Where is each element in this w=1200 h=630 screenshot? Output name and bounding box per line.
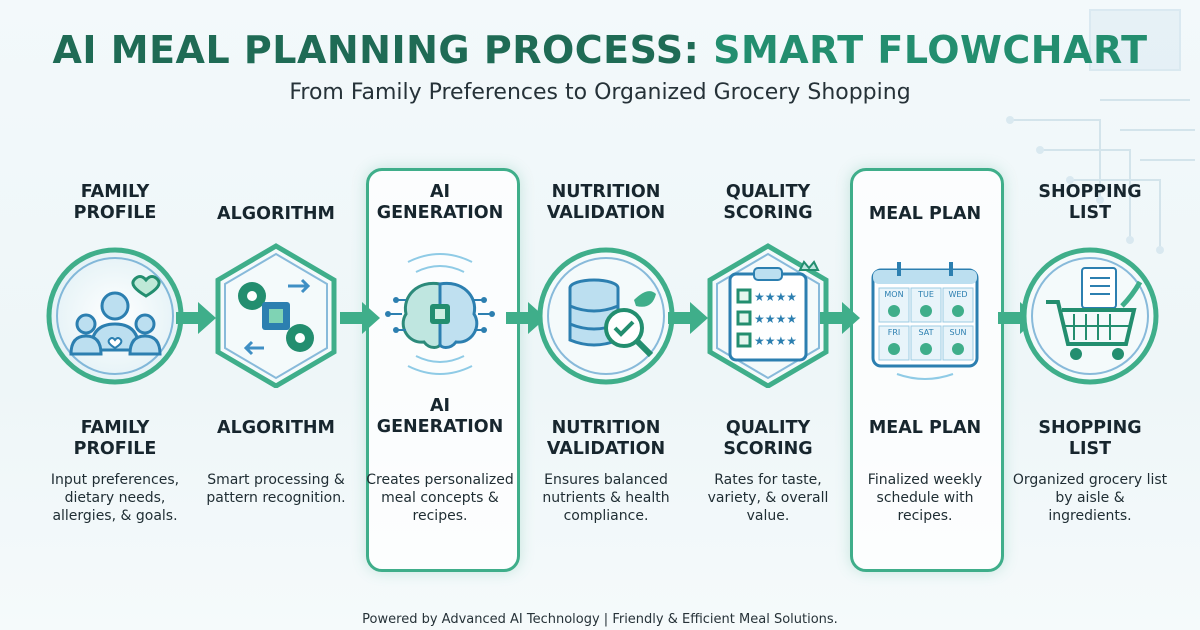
brain-chip-icon bbox=[385, 253, 495, 375]
step-description: Ensures balanced nutrients & health comp… bbox=[542, 472, 670, 524]
step-heading-bottom: ALGORITHM bbox=[196, 418, 356, 439]
flow-arrow-icon bbox=[340, 302, 380, 334]
step-title-line1: QUALITY bbox=[725, 418, 811, 438]
step-shopping-list: SHOPPING LIST SHOPPING LIST Organized gr… bbox=[1010, 0, 1170, 630]
step-title-line2: VALIDATION bbox=[546, 203, 666, 223]
step-title-line2: LIST bbox=[1068, 439, 1112, 459]
day-label: TUE bbox=[917, 290, 934, 299]
step-heading-bottom: FAMILY PROFILE bbox=[35, 418, 195, 460]
step-title-line1: QUALITY bbox=[725, 182, 811, 202]
step-title-line1: ALGORITHM bbox=[217, 204, 335, 224]
step-heading-top: NUTRITION VALIDATION bbox=[526, 182, 686, 224]
step-title-line1: MEAL PLAN bbox=[868, 418, 982, 438]
clipboard-stars-icon: ★★★★ ★★★★ ★★★★ bbox=[707, 243, 829, 388]
step-ai-generation: AI GENERATION AI GENERATION Creates pers… bbox=[360, 0, 520, 630]
step-description: Smart processing & pattern recognition. bbox=[206, 472, 346, 506]
step-title-line1: NUTRITION bbox=[551, 418, 661, 438]
svg-text:★★★★: ★★★★ bbox=[754, 334, 797, 348]
step-description: Input preferences, dietary needs, allerg… bbox=[50, 472, 180, 524]
calendar-meals-icon: MON TUE WED FRI SAT SUN bbox=[871, 262, 979, 380]
flow-arrow-icon bbox=[176, 302, 216, 334]
step-title-line2: PROFILE bbox=[73, 203, 157, 223]
step-title-line2: GENERATION bbox=[376, 417, 504, 437]
family-heart-icon bbox=[46, 247, 184, 385]
step-title-line1: ALGORITHM bbox=[217, 418, 335, 438]
step-title-line2: PROFILE bbox=[73, 439, 157, 459]
flow-arrow-icon bbox=[668, 302, 708, 334]
step-heading-bottom: SHOPPING LIST bbox=[1010, 418, 1170, 460]
footer-text: Powered by Advanced AI Technology | Frie… bbox=[362, 612, 838, 627]
flow-arrow-icon bbox=[506, 302, 546, 334]
step-description: Finalized weekly schedule with recipes. bbox=[867, 472, 983, 524]
panel-ai-generation bbox=[366, 168, 520, 572]
step-description: Organized grocery list by aisle & ingred… bbox=[1012, 472, 1168, 524]
flow-arrow-icon bbox=[820, 302, 860, 334]
shopping-cart-icon bbox=[1021, 247, 1159, 385]
step-heading-top: MEAL PLAN bbox=[845, 204, 1005, 225]
step-title-line1: AI bbox=[429, 396, 451, 416]
step-heading-bottom: MEAL PLAN bbox=[845, 418, 1005, 439]
step-heading-top: FAMILY PROFILE bbox=[35, 182, 195, 224]
title-part1: AI MEAL PLANNING PROCESS: bbox=[52, 28, 700, 72]
step-family-profile: FAMILY PROFILE FAMILY PROFILE Input pref… bbox=[35, 0, 195, 630]
step-title-line2: SCORING bbox=[723, 203, 813, 223]
circuit-decoration bbox=[1006, 9, 1195, 254]
svg-text:★★★★: ★★★★ bbox=[754, 290, 797, 304]
day-label: MON bbox=[884, 290, 903, 299]
page-title: AI MEAL PLANNING PROCESS: SMART FLOWCHAR… bbox=[0, 28, 1200, 72]
step-title-line1: SHOPPING bbox=[1038, 418, 1142, 438]
step-heading-top: SHOPPING LIST bbox=[1010, 182, 1170, 224]
database-check-icon bbox=[537, 247, 675, 385]
step-title-line1: NUTRITION bbox=[551, 182, 661, 202]
step-nutrition-validation: NUTRITION VALIDATION NUTRITION VALIDATIO… bbox=[526, 0, 686, 630]
step-title-line2: GENERATION bbox=[376, 203, 504, 223]
day-label: SAT bbox=[919, 328, 934, 337]
step-title-line2: LIST bbox=[1068, 203, 1112, 223]
day-label: FRI bbox=[888, 328, 901, 337]
step-heading-top: QUALITY SCORING bbox=[688, 182, 848, 224]
step-heading-bottom: QUALITY SCORING bbox=[688, 418, 848, 460]
day-label: SUN bbox=[950, 328, 967, 337]
step-title-line1: FAMILY bbox=[80, 182, 150, 202]
svg-text:★★★★: ★★★★ bbox=[754, 312, 797, 326]
step-quality-scoring: QUALITY SCORING ★★★★ ★★★★ ★★★★ QUALITY SCO… bbox=[688, 0, 848, 630]
panel-meal-plan bbox=[850, 168, 1004, 572]
step-title-line2: VALIDATION bbox=[546, 439, 666, 459]
step-description: Creates personalized meal concepts & rec… bbox=[366, 472, 514, 524]
step-title-line1: AI bbox=[429, 182, 451, 202]
step-heading-top: ALGORITHM bbox=[196, 204, 356, 225]
step-heading-bottom: AI GENERATION bbox=[360, 396, 520, 438]
step-meal-plan: MEAL PLAN MON TUE WED FRI SAT SUN MEAL P… bbox=[845, 0, 1005, 630]
day-label: WED bbox=[948, 290, 967, 299]
step-heading-top: AI GENERATION bbox=[360, 182, 520, 224]
page-subtitle: From Family Preferences to Organized Gro… bbox=[289, 80, 911, 105]
step-title-line1: SHOPPING bbox=[1038, 182, 1142, 202]
step-heading-bottom: NUTRITION VALIDATION bbox=[526, 418, 686, 460]
step-algorithm: ALGORITHM ALGORITHM Smart processing & p… bbox=[196, 0, 356, 630]
step-title-line2: SCORING bbox=[723, 439, 813, 459]
step-description: Rates for taste, variety, & overall valu… bbox=[707, 472, 829, 524]
step-title-line1: FAMILY bbox=[80, 418, 150, 438]
step-title-line1: MEAL PLAN bbox=[868, 204, 982, 224]
title-part2: SMART FLOWCHART bbox=[713, 28, 1148, 72]
gears-chip-icon bbox=[215, 243, 337, 388]
